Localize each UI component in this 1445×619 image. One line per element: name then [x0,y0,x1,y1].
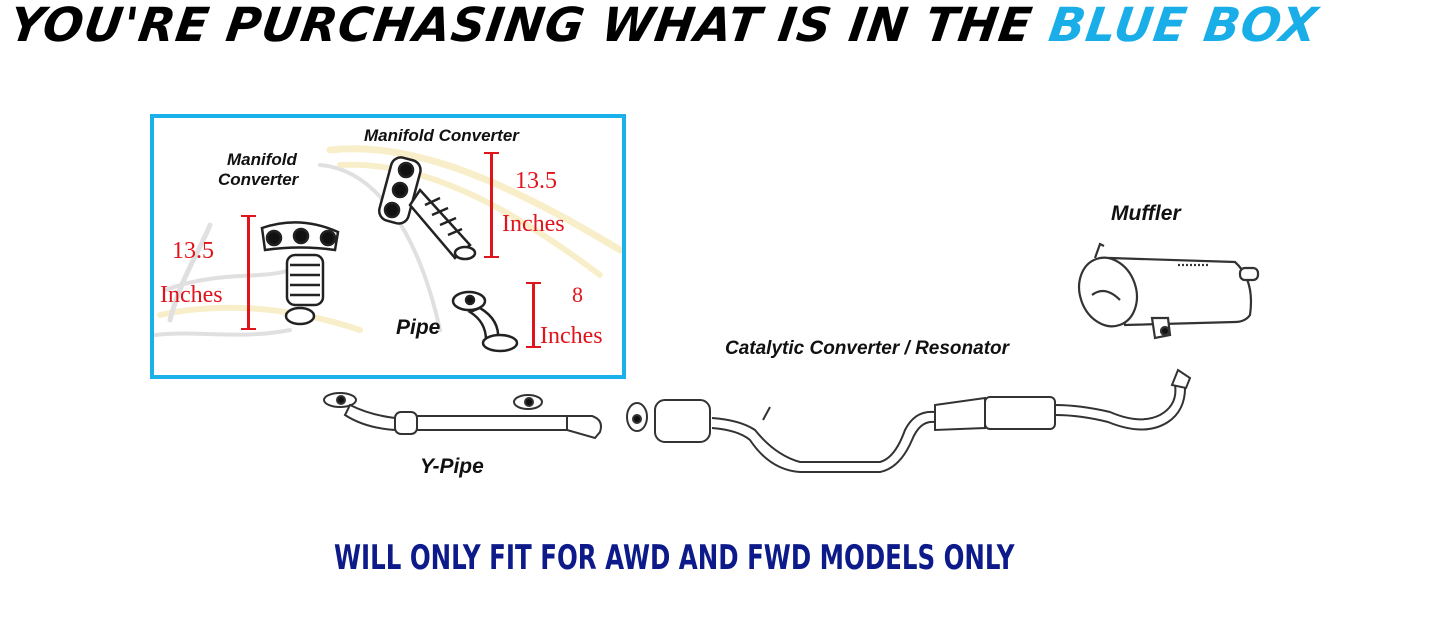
muffler-drawing [1077,242,1260,340]
measurement-2-unit: Inches [502,211,565,237]
manifold-converter-1-label-line1: Manifold [227,150,297,169]
manifold-converter-2-label: Manifold Converter [364,126,519,145]
measurement-3-unit: Inches [540,323,603,349]
y-pipe-drawing [323,392,602,440]
measurement-1-unit: Inches [160,282,223,308]
measurement-bar-2 [484,152,499,258]
manifold-converter-1-drawing [260,221,340,326]
manifold-converter-1-label-line2: Converter [218,170,299,189]
measurement-bar-1 [241,215,256,330]
cat-resonator-label: Catalytic Converter / Resonator [725,338,1010,359]
manifold-converter-2-drawing [377,156,477,261]
fitment-notice: WILL ONLY FIT FOR AWD AND FWD MODELS ONL… [334,538,1015,578]
catalytic-converter-resonator-drawing [626,368,1192,473]
pipe-label: Pipe [396,316,441,339]
y-pipe-label: Y-Pipe [420,455,484,478]
measurement-2-value: 13.5 [515,168,557,194]
measurement-3-value: 8 [572,282,583,307]
pipe-drawing [451,290,519,353]
blue-box-frame [150,114,626,379]
measurement-1-value: 13.5 [172,238,214,264]
manifold-converter-1-label: Manifold Converter [218,150,298,190]
muffler-label: Muffler [1111,202,1181,225]
measurement-bar-3 [526,282,541,348]
